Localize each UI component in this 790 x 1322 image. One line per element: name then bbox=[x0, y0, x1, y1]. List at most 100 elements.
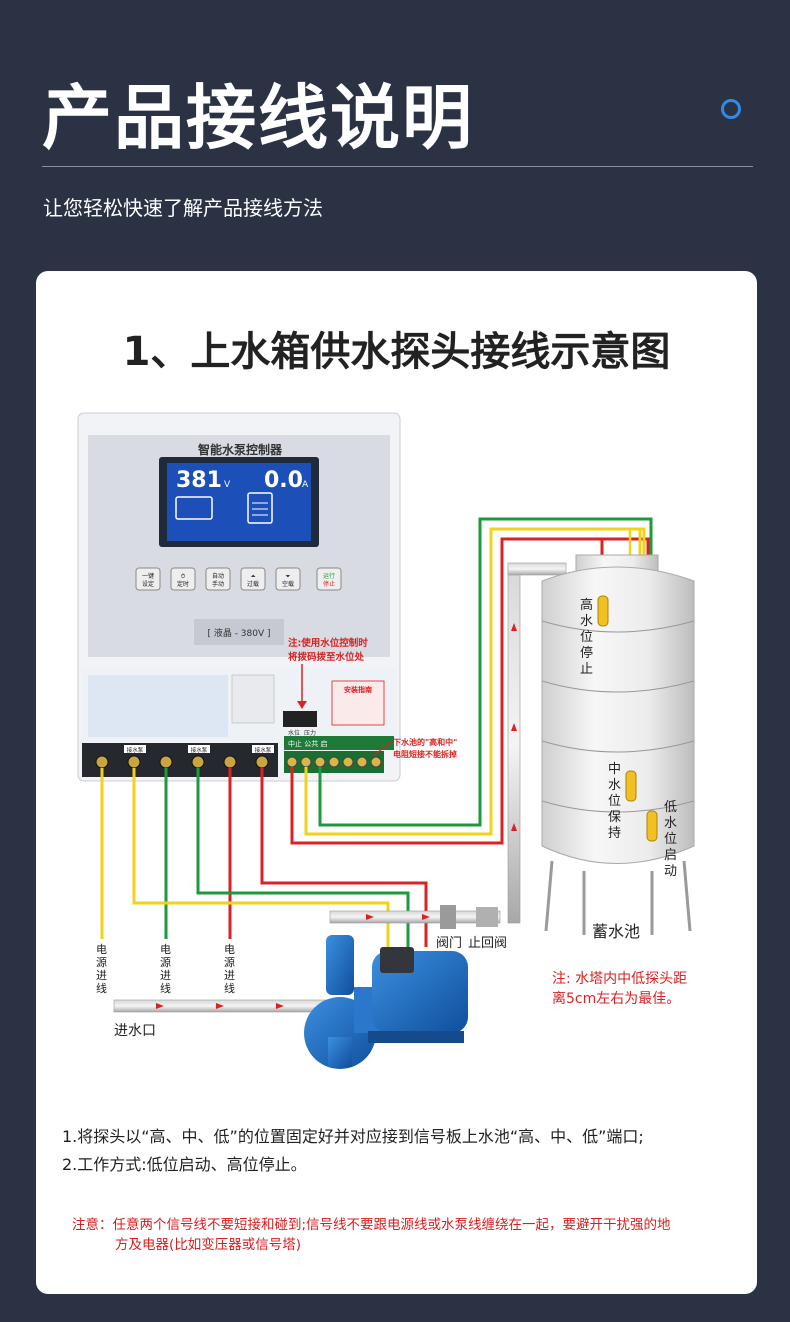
controller-box: 智能水泵控制器 381 V 0.0 A 一键 设定 bbox=[77, 412, 401, 782]
probe-low-label-3: 位 bbox=[664, 832, 677, 847]
arrow-down-icon bbox=[297, 701, 307, 709]
probe-mid-icon bbox=[625, 770, 637, 802]
svg-text:压力: 压力 bbox=[304, 729, 316, 737]
svg-text:进: 进 bbox=[224, 969, 235, 982]
probe-mid-label-2: 水 bbox=[608, 778, 621, 793]
probe-labels: 高 水 位 停 止 中 水 位 保 持 低 水 位 启 动 bbox=[580, 597, 677, 879]
model-label: [ 液晶 - 380V ] bbox=[207, 627, 270, 639]
lcd-voltage-unit: V bbox=[224, 480, 231, 490]
lcd-voltage: 381 bbox=[176, 468, 222, 493]
svg-text:一键: 一键 bbox=[142, 572, 154, 580]
instruction-line-1: 1.将探头以“高、中、低”的位置固定好并对应接到信号板上水池“高、中、低”端口; bbox=[62, 1127, 644, 1146]
probe-mid-label-3: 位 bbox=[608, 794, 621, 809]
section-title: 1、上水箱供水探头接线示意图 bbox=[122, 329, 671, 375]
svg-text:进: 进 bbox=[96, 969, 107, 982]
probe-low-label-5: 动 bbox=[664, 864, 677, 879]
page-title: 产品接线说明 bbox=[42, 77, 474, 159]
btn-run-stop[interactable]: 运行 停止 bbox=[316, 567, 342, 591]
svg-text:运行: 运行 bbox=[323, 572, 335, 580]
power-terminal-block bbox=[82, 743, 278, 777]
probe-mid-label-4: 保 bbox=[608, 810, 621, 825]
probe-low-label-1: 低 bbox=[664, 800, 677, 815]
svg-text:接水泵: 接水泵 bbox=[255, 746, 272, 754]
warning-line-2: 方及电器(比如变压器或信号塔) bbox=[115, 1237, 302, 1253]
svg-text:进: 进 bbox=[160, 969, 171, 982]
pump-icon bbox=[175, 496, 213, 520]
install-guide-panel bbox=[331, 680, 385, 726]
circle-icon bbox=[721, 99, 741, 119]
wiring-diagram: 智能水泵控制器 381 V 0.0 A 一键 设定 bbox=[77, 412, 695, 1069]
riser-pipe bbox=[507, 566, 521, 924]
pump-tags: 接水泵 接水泵 接水泵 bbox=[124, 745, 274, 754]
probe-high-label-4: 停 bbox=[580, 645, 593, 661]
svg-text:接水泵: 接水泵 bbox=[127, 746, 144, 754]
warning-line-1: 注意：任意两个信号线不要短接和碰到;信号线不要跟电源线或水泵线缠绕在一起，要避开… bbox=[72, 1217, 671, 1233]
probe-mid-label-1: 中 bbox=[608, 762, 621, 777]
svg-text:源: 源 bbox=[224, 955, 235, 969]
svg-text:接水泵: 接水泵 bbox=[191, 746, 208, 754]
probe-high-label-5: 止 bbox=[580, 662, 593, 677]
svg-text:源: 源 bbox=[160, 955, 171, 969]
settings-table bbox=[231, 674, 275, 724]
svg-text:定时: 定时 bbox=[177, 580, 189, 588]
inlet-pipe bbox=[113, 999, 347, 1013]
content-card: 1、上水箱供水探头接线示意图 智能水泵控制器 bbox=[36, 271, 757, 1294]
btn-auto-manual[interactable]: 自动 手动 bbox=[205, 567, 231, 591]
probe-low-label-4: 启 bbox=[664, 848, 677, 863]
svg-text:手动: 手动 bbox=[212, 580, 224, 588]
svg-text:电: 电 bbox=[160, 943, 171, 956]
svg-text:电: 电 bbox=[96, 943, 107, 956]
terminal-screws bbox=[286, 756, 382, 768]
btn-overload[interactable]: ⏶ 过载 bbox=[240, 567, 266, 591]
svg-text:⏱: ⏱ bbox=[181, 573, 186, 580]
probe-mid-label-5: 持 bbox=[608, 826, 621, 841]
svg-text:中止 公共 启: 中止 公共 启 bbox=[288, 739, 327, 748]
valve-label: 阀门 bbox=[436, 936, 462, 951]
svg-text:⏷: ⏷ bbox=[286, 573, 291, 580]
flow-arrows bbox=[156, 623, 517, 1009]
button-row: 一键 设定 ⏱ 定时 自动 手动 ⏶ 过载 bbox=[135, 567, 342, 591]
svg-text:线: 线 bbox=[224, 981, 235, 995]
tank-note-2: 离5cm左右为最佳。 bbox=[552, 990, 680, 1007]
install-guide-title: 安装指南 bbox=[344, 685, 372, 694]
note-float-switch-1: 注:使用水位控制时 bbox=[288, 637, 368, 649]
svg-text:过载: 过载 bbox=[247, 580, 259, 588]
svg-text:空载: 空载 bbox=[282, 580, 294, 588]
instructions: 1.将探头以“高、中、低”的位置固定好并对应接到信号板上水池“高、中、低”端口;… bbox=[62, 1123, 752, 1179]
water-tower bbox=[541, 554, 695, 935]
probe-low-label-2: 水 bbox=[664, 816, 677, 831]
page-subtitle: 让您轻松快速了解产品接线方法 bbox=[43, 196, 323, 220]
pump-junction-box bbox=[380, 947, 414, 973]
title-divider bbox=[42, 166, 753, 167]
svg-text:自动: 自动 bbox=[212, 572, 224, 580]
check-valve[interactable] bbox=[476, 907, 498, 927]
settings-guide bbox=[88, 675, 228, 737]
warning-note: 注意：任意两个信号线不要短接和碰到;信号线不要跟电源线或水泵线缠绕在一起，要避开… bbox=[72, 1215, 722, 1255]
note-lower-pool-2: 电阻短接不能拆掉 bbox=[393, 749, 457, 759]
svg-text:线: 线 bbox=[160, 981, 171, 995]
valve[interactable] bbox=[440, 905, 456, 929]
btn-one-key-set[interactable]: 一键 设定 bbox=[135, 567, 161, 591]
probe-high-label-2: 水 bbox=[580, 614, 593, 629]
tank-icon bbox=[247, 492, 273, 524]
probe-high-label-3: 位 bbox=[580, 630, 593, 645]
lcd-current-unit: A bbox=[302, 480, 309, 490]
btn-timer[interactable]: ⏱ 定时 bbox=[170, 567, 196, 591]
btn-no-load[interactable]: ⏷ 空载 bbox=[275, 567, 301, 591]
check-valve-label: 止回阀 bbox=[468, 936, 507, 951]
tank-label: 蓄水池 bbox=[592, 922, 640, 941]
note-lower-pool-1: 下水池的"高和中" bbox=[393, 737, 457, 747]
svg-text:线: 线 bbox=[96, 981, 107, 995]
controller-name: 智能水泵控制器 bbox=[197, 442, 283, 457]
svg-text:电: 电 bbox=[224, 943, 235, 956]
water-pump bbox=[304, 935, 468, 1069]
instruction-line-2: 2.工作方式:低位启动、高位停止。 bbox=[62, 1155, 307, 1174]
lcd-current: 0.0 bbox=[264, 468, 303, 493]
probe-high-label-1: 高 bbox=[580, 597, 593, 613]
probe-low-icon bbox=[646, 810, 658, 842]
water-pressure-switch[interactable] bbox=[283, 711, 317, 727]
tank-note-1: 注: 水塔内中低探头距 bbox=[552, 971, 687, 987]
model-plate bbox=[194, 619, 284, 645]
note-float-switch-2: 将拨码拨至水位处 bbox=[288, 651, 365, 663]
